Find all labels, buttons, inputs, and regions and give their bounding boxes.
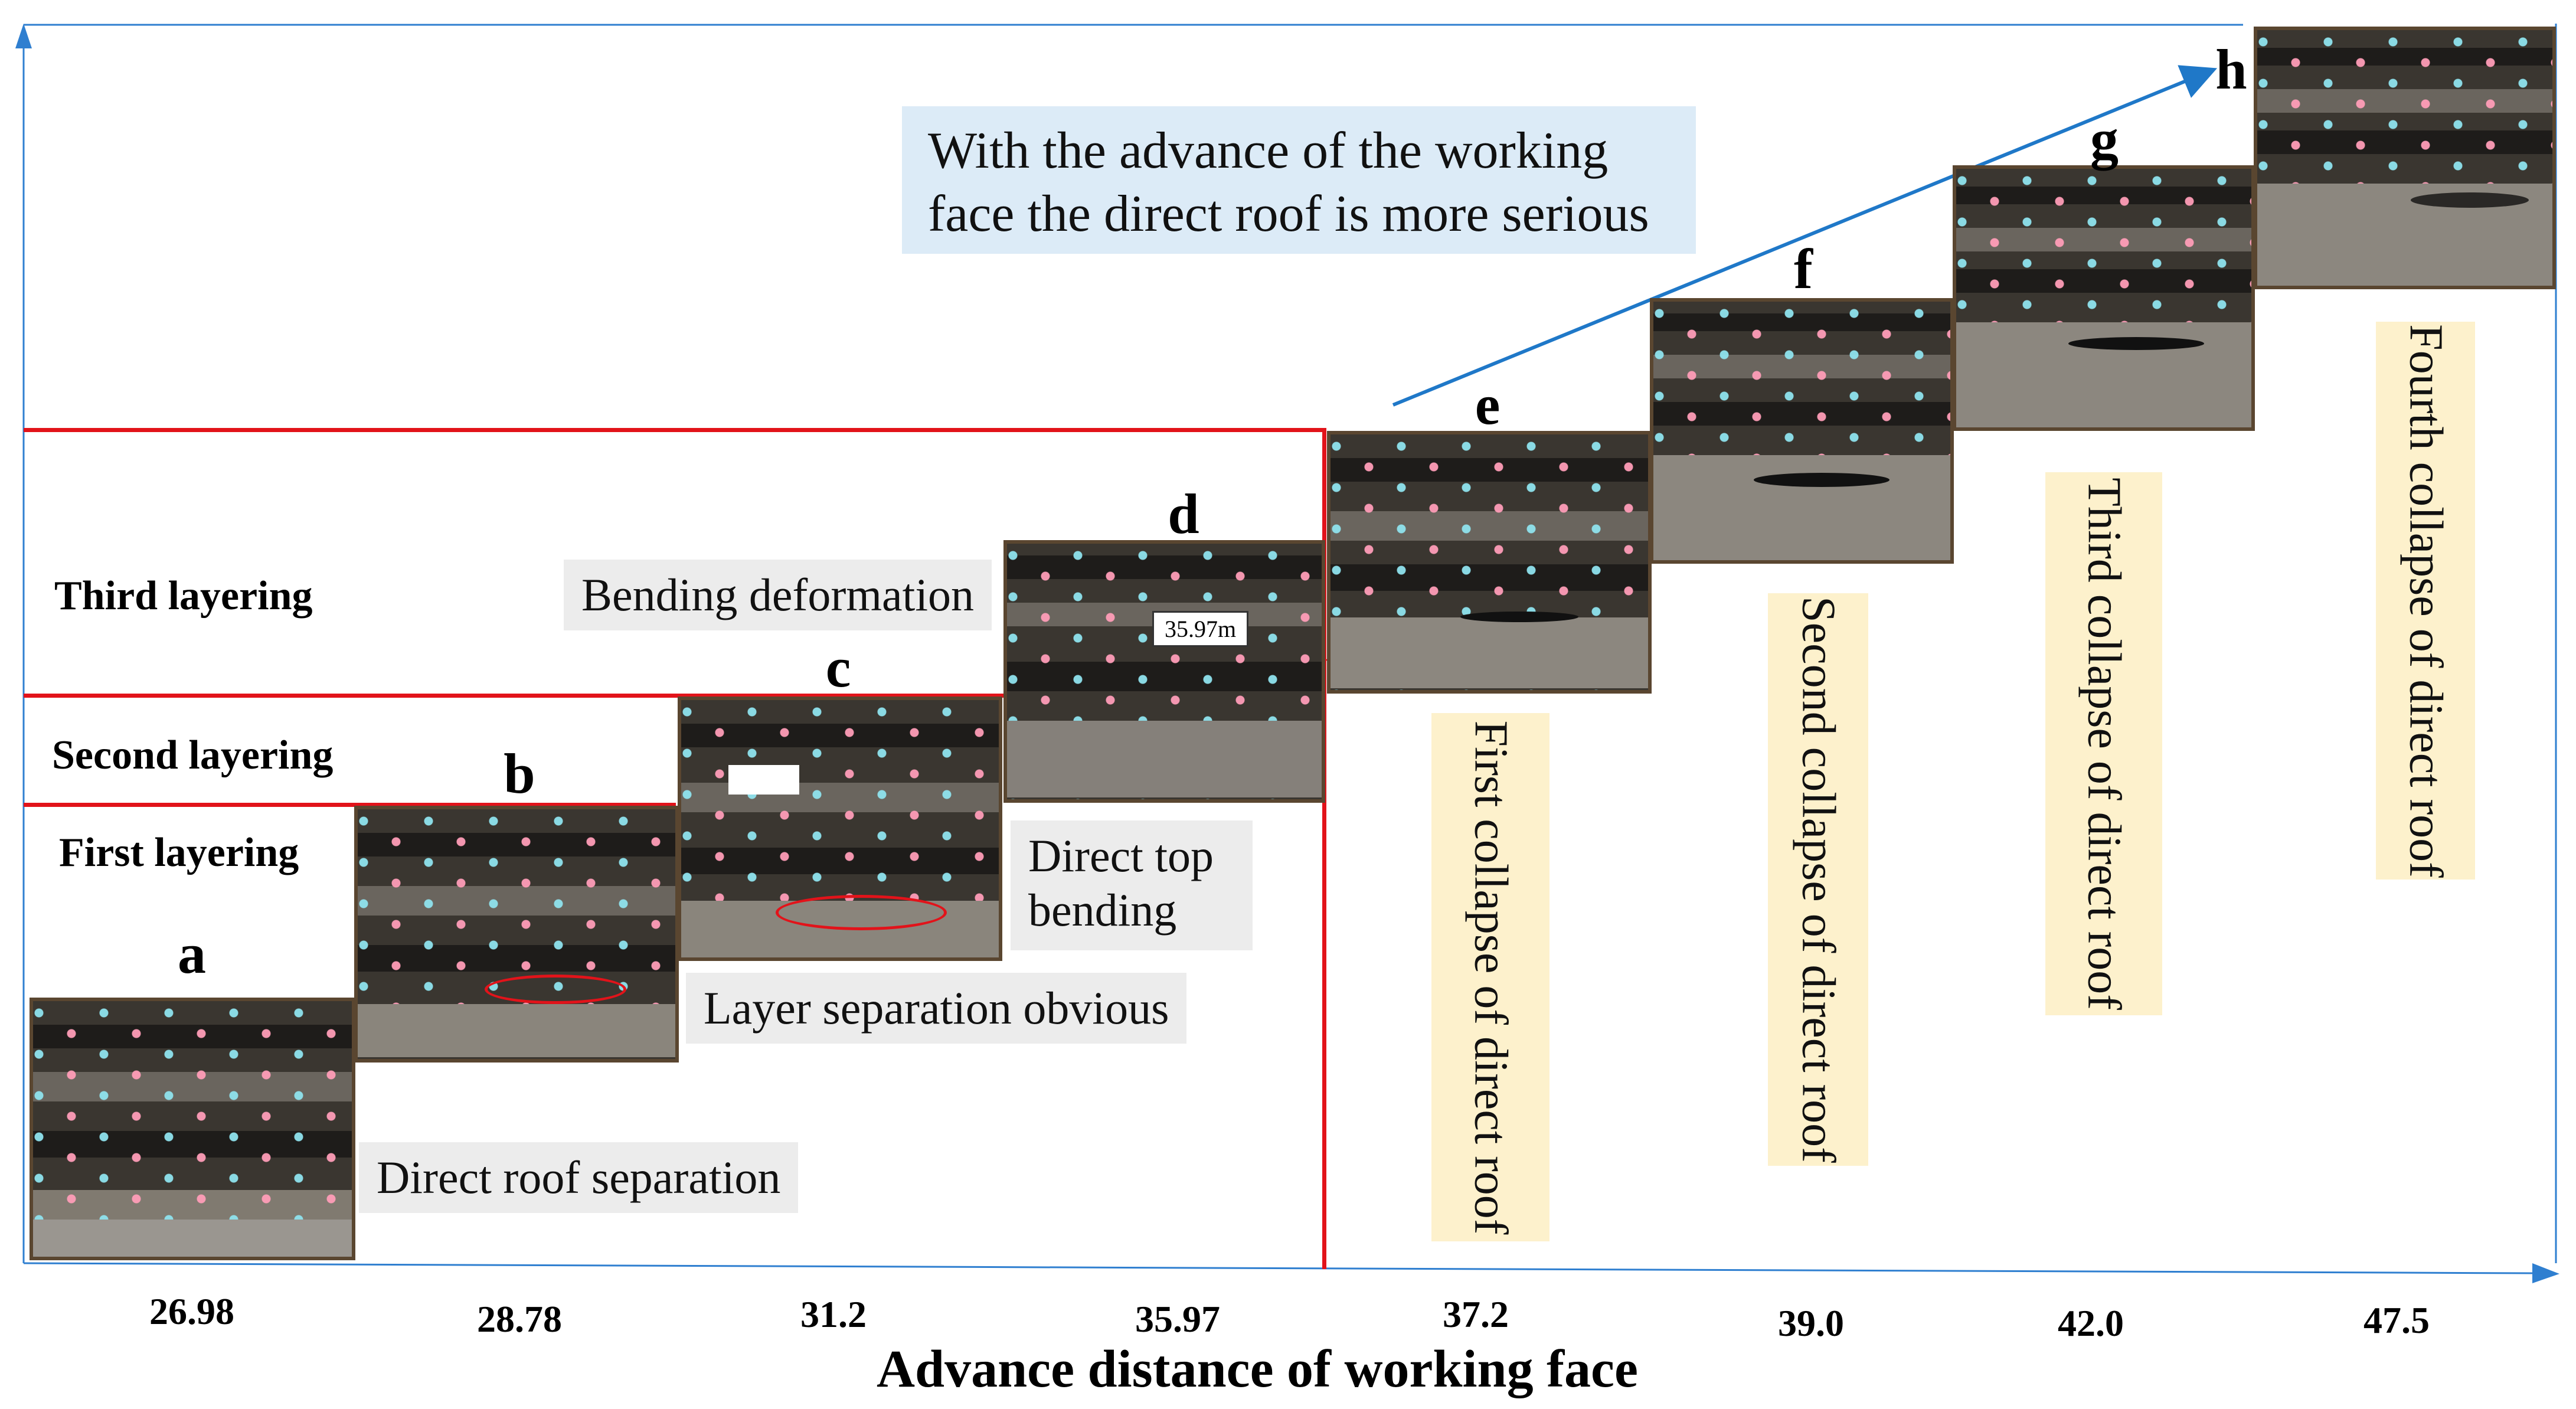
tick-4: 35.97 — [1135, 1298, 1220, 1340]
measure-label-d: 35.97m — [1152, 611, 1249, 647]
tick-7: 42.0 — [2058, 1302, 2124, 1344]
label-third-layering: Third layering — [54, 573, 313, 619]
caption-f: Second collapse of direct roof — [1768, 593, 1868, 1166]
letter-g: g — [2090, 107, 2119, 171]
photo-d — [1003, 540, 1325, 803]
crack-f — [1754, 473, 1889, 487]
caption-g: Third collapse of direct roof — [2045, 472, 2162, 1015]
letter-d: d — [1168, 482, 1199, 545]
letter-b: b — [504, 742, 535, 805]
caption-h-text: Fourth collapse of direct roof — [2400, 323, 2452, 878]
caption-d: Direct top bending — [1011, 820, 1253, 950]
crack-g — [2068, 337, 2204, 350]
caption-b: Layer separation obvious — [686, 973, 1187, 1044]
ellipse-mark-b — [485, 975, 626, 1004]
crack-e — [1460, 612, 1578, 622]
photo-e — [1327, 431, 1652, 694]
trend-note-line2: face the direct roof is more serious — [928, 185, 1649, 243]
photo-f — [1650, 298, 1954, 564]
photo-c — [678, 697, 1002, 961]
photo-b — [354, 806, 679, 1063]
tick-6: 39.0 — [1778, 1302, 1844, 1344]
letter-a: a — [178, 922, 206, 985]
trend-note: With the advance of the working face the… — [902, 106, 1696, 254]
tick-3: 31.2 — [800, 1293, 867, 1335]
letter-f: f — [1794, 237, 1813, 300]
vertical-boundary — [1322, 428, 1326, 1269]
letter-e: e — [1475, 373, 1501, 436]
tick-8: 47.5 — [2363, 1299, 2430, 1341]
photo-a — [30, 998, 355, 1260]
letter-c: c — [825, 636, 851, 699]
label-first-layering: First layering — [59, 830, 299, 875]
caption-d-line1: Direct top — [1028, 830, 1214, 881]
caption-d-line2: bending — [1028, 884, 1177, 936]
first-layer-boundary — [24, 803, 676, 807]
note-tag-c — [728, 765, 799, 795]
tick-1: 26.98 — [149, 1290, 234, 1332]
letter-h: h — [2215, 38, 2247, 101]
ellipse-mark-c — [776, 895, 947, 930]
third-layer-boundary — [24, 428, 1326, 432]
caption-f-text: Second collapse of direct roof — [1792, 596, 1845, 1163]
x-axis-title: Advance distance of working face — [877, 1340, 1638, 1398]
second-layer-boundary — [24, 694, 1003, 698]
caption-e-text: First collapse of direct roof — [1464, 720, 1517, 1234]
tick-5: 37.2 — [1443, 1293, 1509, 1335]
label-second-layering: Second layering — [52, 733, 334, 778]
photo-h — [2254, 27, 2556, 289]
caption-h: Fourth collapse of direct roof — [2376, 322, 2475, 880]
caption-c: Bending deformation — [564, 560, 992, 631]
trend-arrow — [1392, 65, 2218, 407]
y-axis-arrowhead — [15, 24, 32, 48]
photo-g — [1953, 165, 2255, 431]
tick-2: 28.78 — [477, 1298, 562, 1340]
caption-g-text: Third collapse of direct roof — [2078, 478, 2130, 1010]
crack-h — [2411, 192, 2529, 208]
caption-a: Direct roof separation — [359, 1142, 799, 1214]
caption-e: First collapse of direct roof — [1431, 713, 1549, 1241]
x-axis-arrowhead — [2532, 1263, 2559, 1283]
x-axis — [23, 1262, 2539, 1274]
trend-note-line1: With the advance of the working — [928, 122, 1609, 179]
